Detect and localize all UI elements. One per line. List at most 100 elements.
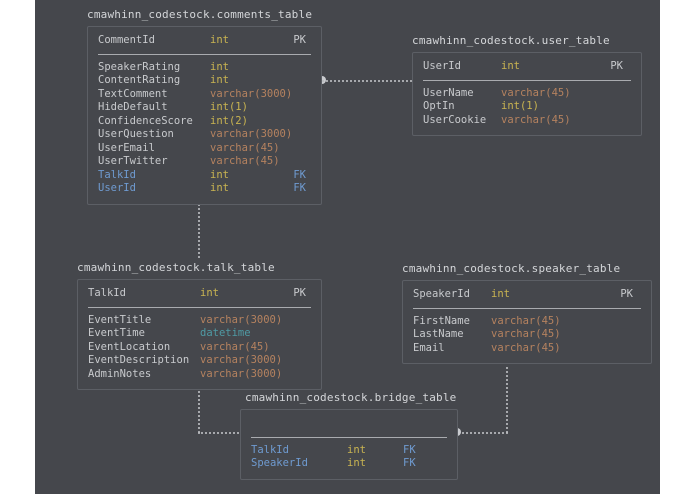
column-type: varchar(45) [200, 340, 270, 353]
column-type: int(1) [501, 100, 539, 112]
column-type: varchar(45) [491, 314, 561, 327]
table-row[interactable]: TalkId int PK [88, 287, 311, 301]
primary-key-section: TalkId int PK [88, 287, 311, 307]
table-talk-table[interactable]: cmawhinn_codestock.talk_table TalkId int… [77, 261, 322, 390]
column-name: UserCookie [423, 113, 487, 126]
column-key: FK [293, 182, 306, 194]
column-type: int [210, 182, 229, 194]
table-row[interactable]: Email varchar(45) [413, 342, 641, 356]
primary-key-section: UserId int PK [423, 60, 631, 80]
column-type: varchar(3000) [200, 367, 283, 380]
column-name: OptIn [423, 100, 455, 112]
er-diagram-canvas: cmawhinn_codestock.comments_table Commen… [35, 0, 660, 494]
column-type: int [200, 287, 219, 299]
table-row-foreign-key[interactable]: TalkId int FK [98, 169, 311, 183]
column-type: varchar(45) [501, 86, 571, 99]
column-name: UserId [98, 182, 136, 194]
table-row[interactable]: UserTwitter varchar(45) [98, 155, 311, 169]
primary-key-section: SpeakerId int PK [413, 288, 641, 308]
column-name: ContentRating [98, 74, 181, 86]
table-bridge-table[interactable]: cmawhinn_codestock.bridge_table TalkId i… [240, 391, 458, 480]
column-name: UserTwitter [98, 155, 168, 167]
column-name: Email [413, 341, 445, 354]
column-name: ConfidenceScore [98, 114, 193, 127]
column-key: FK [293, 168, 306, 181]
table-row[interactable] [251, 417, 447, 431]
table-row[interactable]: OptIn int(1) [423, 100, 631, 114]
table-row-foreign-key[interactable]: SpeakerId int FK [251, 457, 447, 471]
table-row[interactable]: UserCookie varchar(45) [423, 114, 631, 128]
column-type: varchar(3000) [210, 87, 293, 100]
column-name: UserName [423, 86, 474, 99]
table-row[interactable]: EventDescription varchar(3000) [88, 354, 311, 368]
column-name: LastName [413, 328, 464, 340]
column-name: EventDescription [88, 354, 190, 366]
table-user-table[interactable]: cmawhinn_codestock.user_table UserId int… [412, 34, 642, 136]
column-key: PK [610, 60, 623, 72]
column-key: FK [403, 443, 416, 456]
column-name: CommentId [98, 34, 155, 46]
table-row[interactable]: CommentId int PK [98, 34, 311, 48]
column-name: EventLocation [88, 340, 171, 353]
column-name: EventTime [88, 327, 145, 339]
column-type: varchar(45) [501, 113, 571, 126]
table-row[interactable]: EventTitle varchar(3000) [88, 314, 311, 328]
table-box: SpeakerId int PK FirstName varchar(45) L… [402, 280, 652, 364]
table-row[interactable]: HideDefault int(1) [98, 101, 311, 115]
column-name: SpeakerId [413, 288, 470, 300]
column-type: int(1) [210, 101, 248, 113]
column-type: varchar(3000) [200, 354, 283, 366]
table-row[interactable]: EventTime datetime [88, 327, 311, 341]
table-row[interactable]: ContentRating int [98, 74, 311, 88]
header-divider [88, 306, 311, 308]
column-name: UserQuestion [98, 128, 174, 140]
table-row[interactable]: ConfidenceScore int(2) [98, 115, 311, 129]
primary-key-section: CommentId int PK [98, 34, 311, 54]
table-title: cmawhinn_codestock.comments_table [87, 8, 313, 21]
table-row[interactable]: EventLocation varchar(45) [88, 341, 311, 355]
column-key: PK [293, 34, 306, 46]
table-row[interactable]: UserEmail varchar(45) [98, 142, 311, 156]
column-type: int [210, 34, 229, 46]
primary-key-section [251, 417, 447, 437]
connector-speaker-to-bridge-vertical [506, 362, 508, 433]
table-row[interactable]: SpeakerRating int [98, 61, 311, 75]
table-box: TalkId int FK SpeakerId int FK [240, 409, 458, 480]
table-row[interactable]: TextComment varchar(3000) [98, 88, 311, 102]
column-type: varchar(45) [491, 341, 561, 354]
column-name: TalkId [251, 443, 289, 456]
table-title: cmawhinn_codestock.talk_table [77, 261, 275, 274]
header-divider [98, 53, 311, 55]
table-row[interactable]: FirstName varchar(45) [413, 315, 641, 329]
column-name: AdminNotes [88, 367, 152, 380]
table-row[interactable]: SpeakerId int PK [413, 288, 641, 302]
column-name: SpeakerRating [98, 60, 181, 73]
column-type: int [347, 457, 366, 469]
column-type: int [501, 60, 520, 72]
column-type: int(2) [210, 114, 248, 127]
column-key: PK [293, 287, 306, 299]
column-name: UserEmail [98, 141, 155, 154]
table-row[interactable]: LastName varchar(45) [413, 328, 641, 342]
table-row[interactable]: UserQuestion varchar(3000) [98, 128, 311, 142]
table-title: cmawhinn_codestock.user_table [412, 34, 610, 47]
column-type: int [210, 168, 229, 181]
table-box: CommentId int PK SpeakerRating int Conte… [87, 26, 322, 205]
column-name: HideDefault [98, 101, 168, 113]
table-row[interactable]: AdminNotes varchar(3000) [88, 368, 311, 382]
table-row[interactable]: UserId int PK [423, 60, 631, 74]
table-row[interactable]: UserName varchar(45) [423, 87, 631, 101]
column-key: PK [620, 288, 633, 300]
table-row-foreign-key[interactable]: TalkId int FK [251, 444, 447, 458]
column-key: FK [403, 457, 416, 469]
column-type: varchar(45) [491, 328, 561, 340]
table-box: TalkId int PK EventTitle varchar(3000) E… [77, 279, 322, 390]
table-row-foreign-key[interactable]: UserId int FK [98, 182, 311, 196]
connector-talk-to-bridge-vertical [198, 375, 200, 433]
table-speaker-table[interactable]: cmawhinn_codestock.speaker_table Speaker… [402, 262, 652, 364]
column-type: varchar(3000) [200, 313, 283, 326]
table-comments-table[interactable]: cmawhinn_codestock.comments_table Commen… [87, 8, 322, 205]
header-divider [413, 307, 641, 309]
column-name: FirstName [413, 314, 470, 327]
connector-speaker-to-bridge-horizontal [458, 432, 508, 434]
